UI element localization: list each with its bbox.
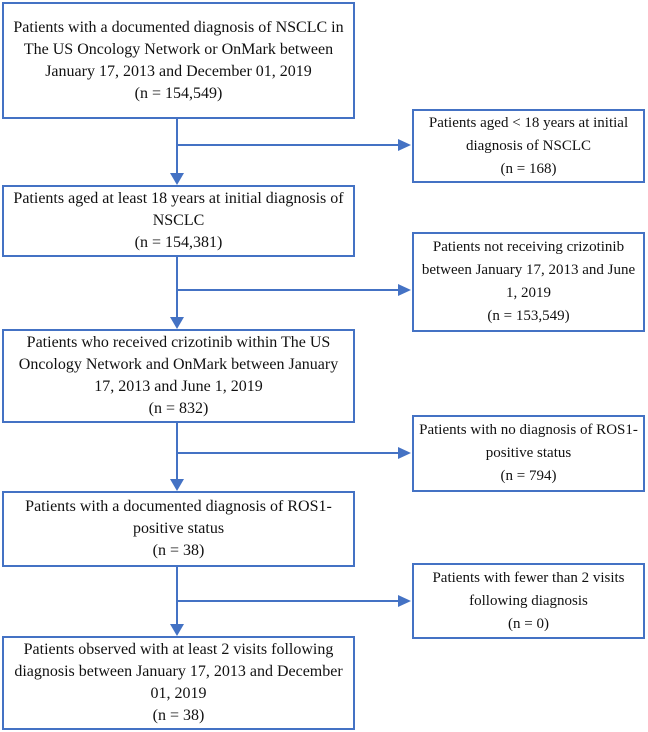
exclusion-box-fewer-visits: Patients with fewer than 2 visits follow… xyxy=(412,563,645,639)
flow-box-ros1-positive: Patients with a documented diagnosis of … xyxy=(2,491,355,567)
exclusion-box-count: (n = 168) xyxy=(500,160,557,177)
exclusion-box-text: Patients with no diagnosis of ROS1-posit… xyxy=(419,422,638,461)
flow-box-count: (n = 38) xyxy=(152,707,205,724)
exclusion-box-count: (n = 794) xyxy=(500,468,557,484)
flow-box-count: (n = 832) xyxy=(148,400,209,417)
exclusion-box-under-18: Patients aged < 18 years at initial diag… xyxy=(412,109,645,183)
arrow-down-icon-2 xyxy=(170,317,184,329)
exclusion-box-count: (n = 153,549) xyxy=(487,308,570,324)
exclusion-box-no-crizotinib: Patients not receiving crizotinib betwee… xyxy=(412,232,645,332)
flow-box-final-cohort: Patients observed with at least 2 visits… xyxy=(2,636,355,730)
flow-box-aged-18: Patients aged at least 18 years at initi… xyxy=(2,185,355,257)
flow-box-text: Patients aged at least 18 years at initi… xyxy=(13,190,344,229)
flow-box-nsclc-diagnosis: Patients with a documented diagnosis of … xyxy=(2,2,355,119)
exclusion-box-text: Patients with fewer than 2 visits follow… xyxy=(432,569,625,609)
arrow-right-icon-2 xyxy=(398,284,411,296)
flow-box-text: Patients with a documented diagnosis of … xyxy=(13,18,344,80)
flow-box-count: (n = 38) xyxy=(152,542,205,559)
flow-box-received-crizotinib: Patients who received crizotinib within … xyxy=(2,329,355,423)
flow-box-count: (n = 154,381) xyxy=(134,234,223,251)
arrow-down-icon-3 xyxy=(170,479,184,491)
exclusion-box-no-ros1: Patients with no diagnosis of ROS1-posit… xyxy=(412,415,645,492)
exclusion-box-text: Patients aged < 18 years at initial diag… xyxy=(428,114,629,154)
exclusion-box-text: Patients not receiving crizotinib betwee… xyxy=(421,239,636,301)
arrow-down-icon-1 xyxy=(170,173,184,185)
flow-box-count: (n = 154,549) xyxy=(134,84,223,102)
flow-box-text: Patients who received crizotinib within … xyxy=(18,334,339,395)
arrow-down-icon-4 xyxy=(170,624,184,636)
exclusion-box-count: (n = 0) xyxy=(508,615,549,632)
flow-box-text: Patients with a documented diagnosis of … xyxy=(25,498,332,537)
arrow-right-icon-4 xyxy=(398,595,411,607)
arrow-right-icon-1 xyxy=(398,139,411,151)
arrow-right-icon-3 xyxy=(398,447,411,459)
flow-box-text: Patients observed with at least 2 visits… xyxy=(14,641,343,702)
